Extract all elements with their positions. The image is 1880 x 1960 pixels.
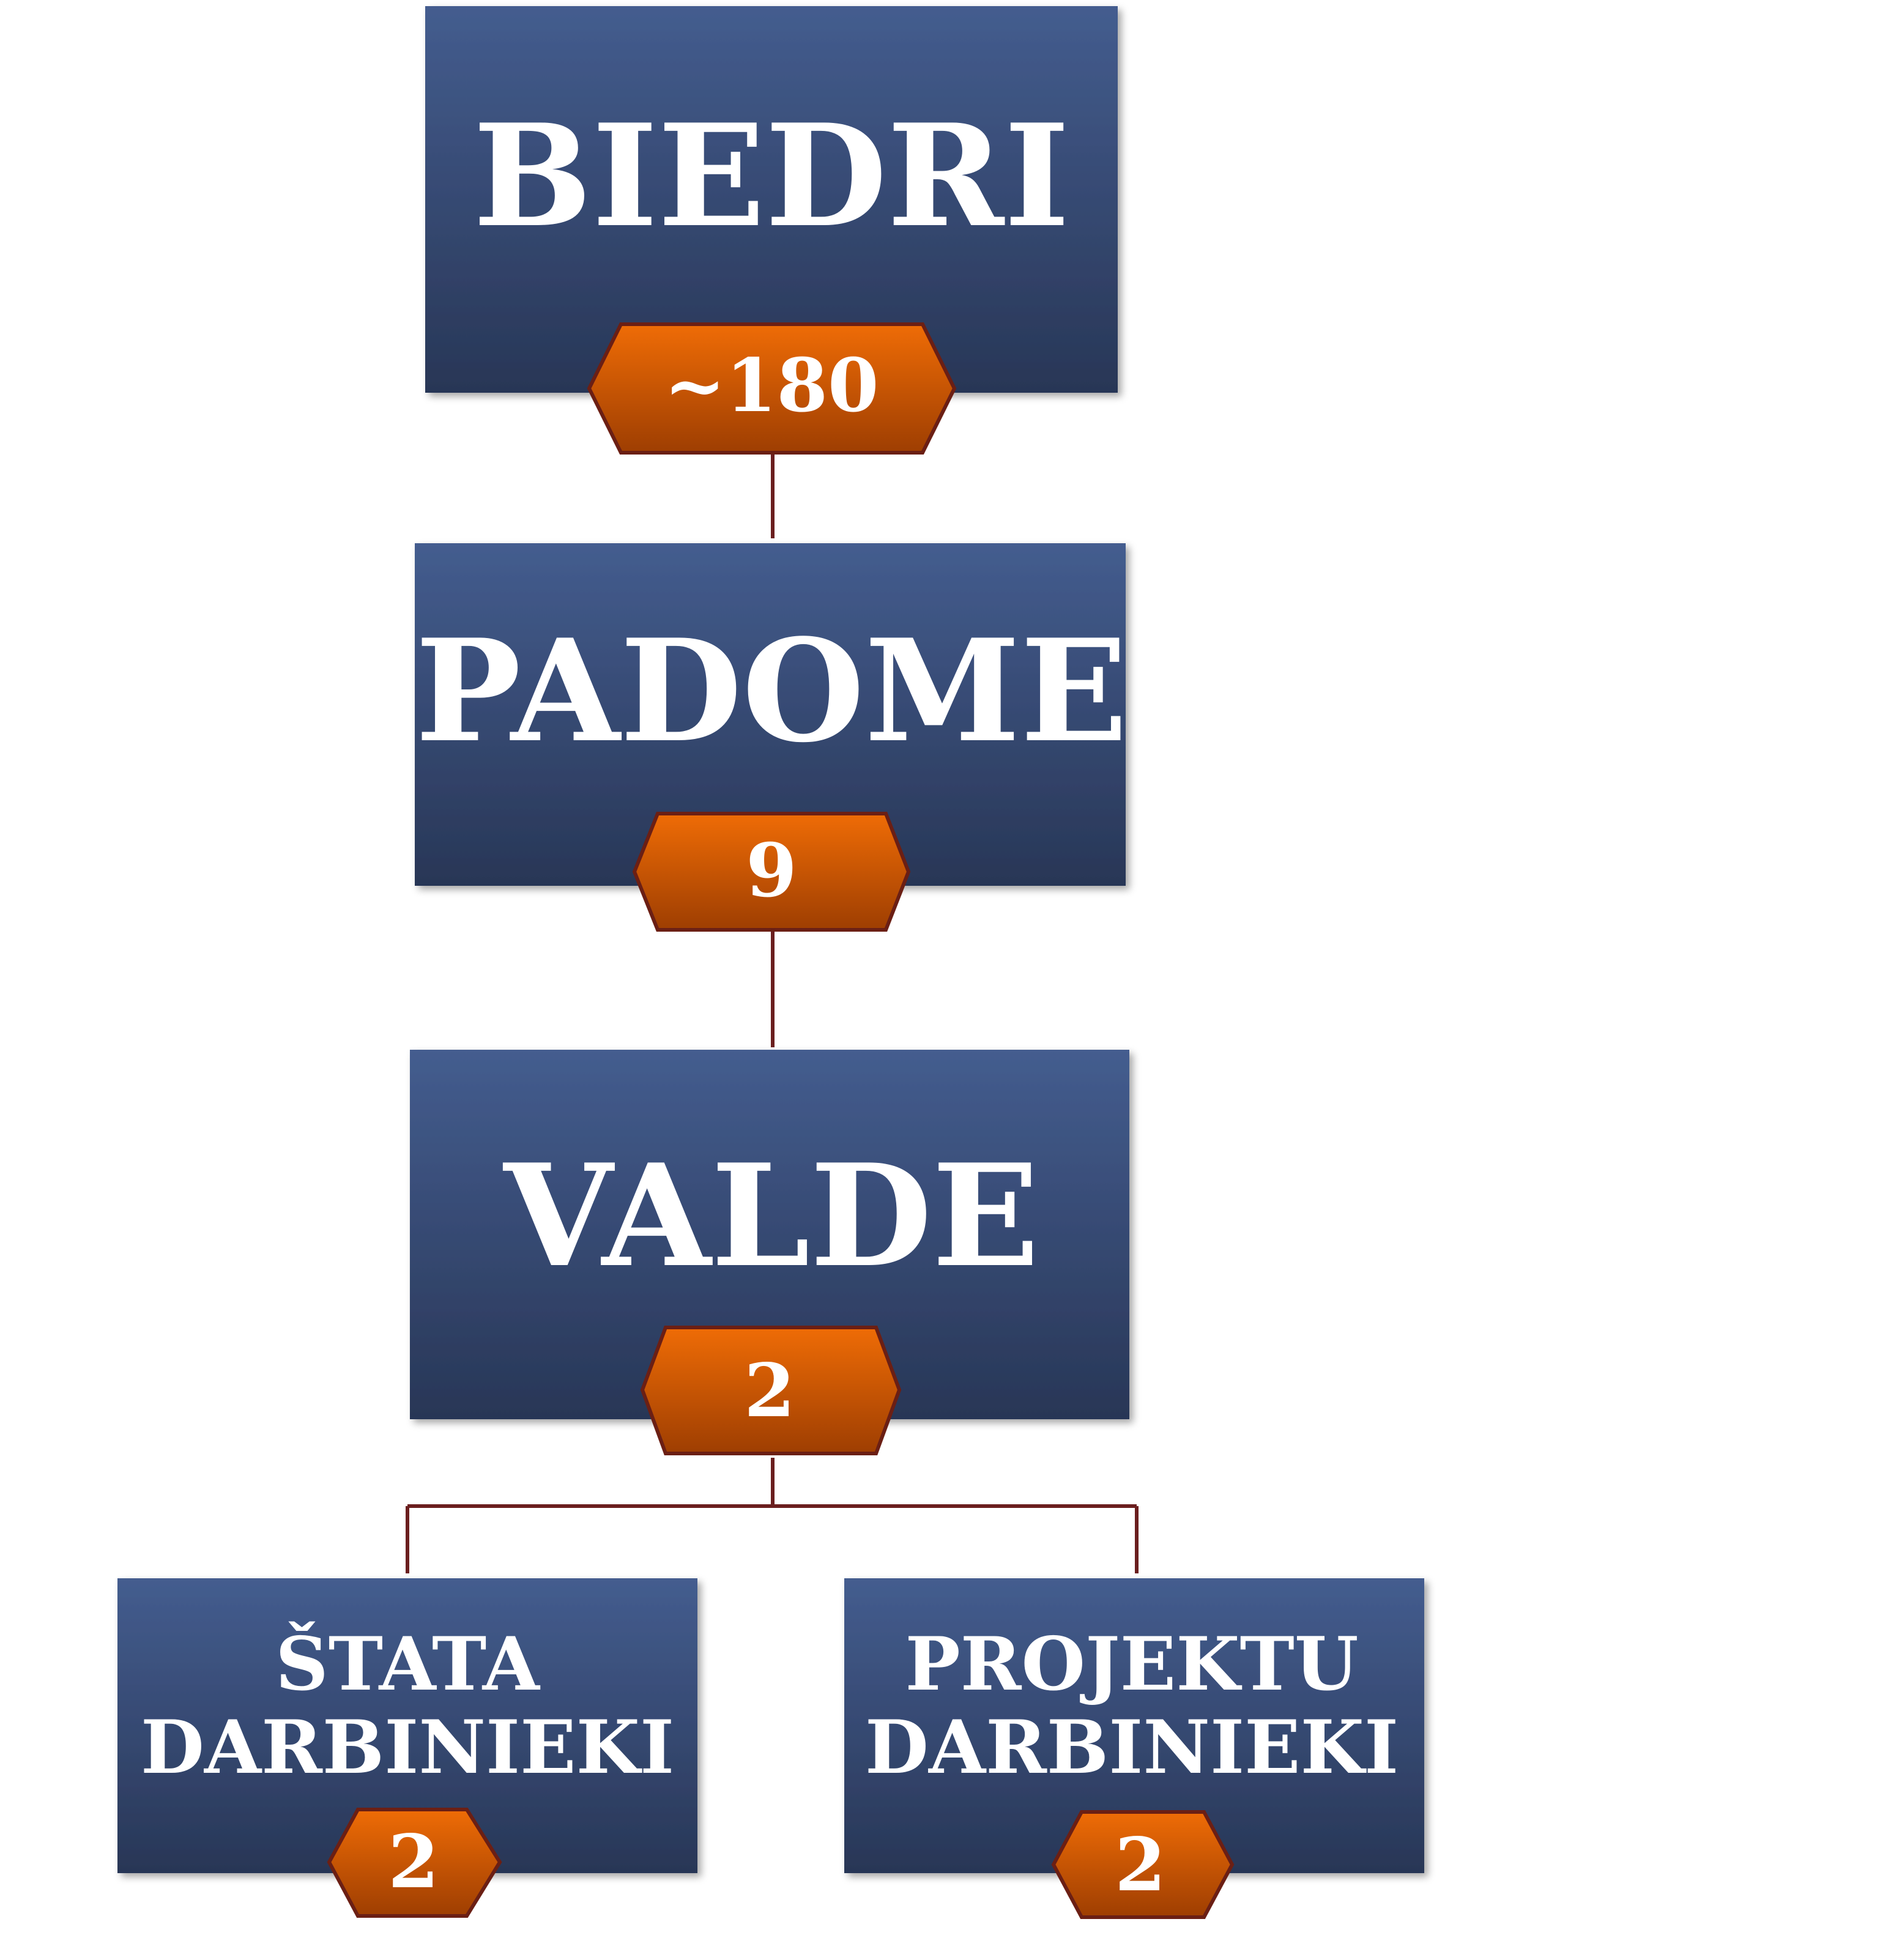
count-valde: 2	[744, 1348, 795, 1434]
count-padome: 9	[746, 828, 797, 914]
node-projektu-darbinieki: PROJEKTU DARBINIEKI 2	[844, 1578, 1424, 1919]
badge-stata	[327, 1808, 502, 1918]
node-stata-darbinieki: ŠTATA DARBINIEKI 2	[117, 1578, 697, 1918]
label-stata-line1: ŠTATA	[275, 1621, 541, 1707]
label-biedri: BIEDRI	[473, 94, 1069, 259]
label-stata-line2: DARBINIEKI	[141, 1704, 674, 1791]
badge-padome	[632, 812, 911, 932]
count-stata: 2	[388, 1819, 439, 1905]
badge-projektu	[1051, 1810, 1235, 1919]
count-projektu: 2	[1115, 1822, 1166, 1908]
label-projektu-line2: DARBINIEKI	[865, 1704, 1399, 1791]
connectors	[406, 453, 1139, 1573]
label-projektu-line1: PROJEKTU	[905, 1621, 1359, 1707]
node-valde: VALDE 2	[410, 1050, 1129, 1455]
node-biedri: BIEDRI ~180	[425, 6, 1118, 455]
node-padome: PADOME 9	[415, 543, 1128, 932]
badge-biedri	[587, 322, 957, 455]
badge-valde	[640, 1326, 902, 1455]
count-biedri: ~180	[664, 343, 879, 429]
label-valde: VALDE	[502, 1134, 1039, 1299]
label-padome: PADOME	[415, 609, 1128, 774]
